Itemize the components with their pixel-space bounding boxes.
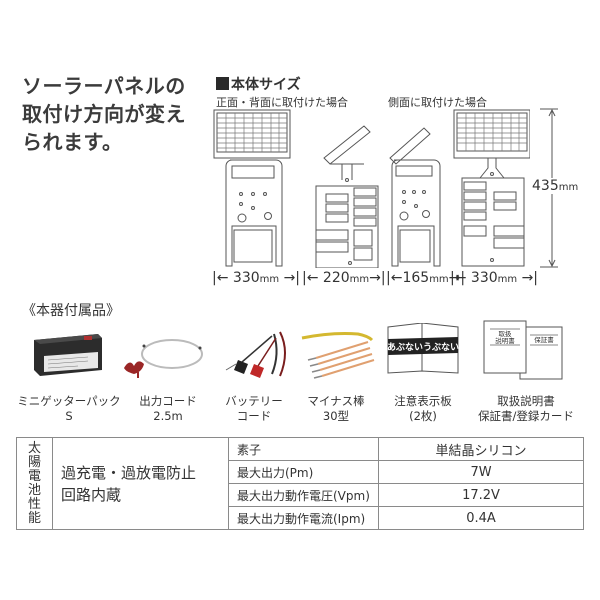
accessory-sublabel: 30型 (322, 409, 350, 423)
accessory-battery: ミニゲッターパックS (14, 394, 124, 424)
dim-front-width: |← 330mm →| (212, 270, 301, 286)
dim-side-depth-value: 165 (402, 270, 430, 286)
dim-unit: mm (259, 274, 280, 285)
accessory-ground-rod: マイナス棒 30型 (296, 394, 376, 424)
accessory-battery-cord: バッテリー コード (216, 394, 292, 424)
accessory-label: バッテリー (225, 394, 283, 408)
dim-side-width: |← 330mm →| (450, 270, 539, 286)
dim-unit: mm (349, 274, 370, 285)
size-section-title: 本体サイズ (216, 74, 301, 94)
ground-rod-image (301, 332, 375, 379)
size-title-text: 本体サイズ (231, 77, 301, 93)
side-mount-front-diagram (389, 127, 441, 267)
solar-spec-table: 太 陽 電 池 性 能 過充電・過放電防止 回路内蔵 素子 単結晶シリコン 最大… (16, 437, 584, 530)
side-view-front-mount-diagram (315, 125, 379, 268)
output-cord-image (124, 339, 203, 378)
accessory-label: マイナス棒 (307, 394, 365, 408)
accessory-sublabel: (2枚) (409, 409, 437, 423)
battery-cord-image (225, 331, 286, 378)
warranty-doc-label: 保証書 (534, 335, 554, 344)
feature-line-2: 回路内蔵 (61, 485, 122, 504)
accessory-manual: 取扱説明書 保証書/登録カード (466, 394, 586, 424)
spec-label: 素子 (228, 437, 379, 461)
dim-unit: mm (497, 274, 518, 285)
accessory-label: 取扱説明書 (497, 394, 555, 408)
square-bullet-icon (216, 77, 229, 90)
dim-front-depth-value: 220 (322, 270, 350, 286)
warning-sign-image: あぶないうぶない (387, 323, 459, 374)
spec-value: 7W (378, 460, 584, 484)
feature-line-1: 過充電・過放電防止 (61, 463, 197, 482)
dim-side-depth: |←165mm→| (386, 270, 466, 286)
headline-line-1: ソーラーパネルの (22, 74, 186, 98)
headline: ソーラーパネルの 取付け方向が変え られます。 (22, 72, 222, 156)
spec-value: 単結晶シリコン (378, 437, 584, 461)
category-char: 太 (27, 440, 41, 456)
dim-front-width-value: 330 (232, 270, 260, 286)
accessory-output-cord: 出力コード 2.5m (128, 394, 208, 424)
spec-value: 0.4A (378, 506, 584, 530)
table-row: 最大出力(Pm) 7W (17, 460, 584, 484)
headline-line-2: 取付け方向が変え (22, 102, 186, 126)
category-char: 陽 (27, 454, 41, 470)
category-char: 池 (27, 482, 41, 498)
sign-text: あぶないうぶない (387, 342, 459, 353)
accessories-title: 《本器付属品》 (22, 303, 120, 319)
dim-height-value: 435 (532, 178, 559, 194)
dim-height: 435mm (532, 178, 579, 194)
front-view-diagram (213, 109, 291, 267)
table-row: 最大出力動作電流(Ipm) 0.4A (17, 506, 584, 530)
spec-value: 17.2V (378, 483, 584, 507)
accessory-sublabel: 保証書/登録カード (478, 409, 574, 423)
spec-label: 最大出力動作電圧(Vpm) (228, 483, 379, 507)
accessory-sublabel: 2.5m (153, 409, 183, 423)
spec-label: 最大出力(Pm) (228, 460, 379, 484)
caption-front-back: 正面・背面に取付けた場合 (216, 96, 348, 109)
accessory-warning-sign: 注意表示板 (2枚) (384, 394, 462, 424)
accessory-label: 出力コード (139, 394, 197, 408)
dim-side-width-value: 330 (470, 270, 498, 286)
dim-unit: mm (558, 182, 579, 193)
dim-front-depth: |← 220mm→| (302, 270, 386, 286)
category-char: 性 (27, 496, 41, 512)
spec-label: 最大出力動作電流(Ipm) (228, 506, 379, 530)
svg-text:説明書: 説明書 (495, 336, 515, 345)
accessory-sublabel: コード (236, 409, 272, 423)
dim-unit: mm (429, 274, 449, 285)
caption-side: 側面に取付けた場合 (388, 96, 487, 109)
category-char: 能 (27, 510, 41, 526)
feature-cell: 過充電・過放電防止 回路内蔵 (52, 437, 229, 530)
side-mount-side-diagram (453, 109, 530, 267)
accessory-label: 注意表示板 (394, 394, 452, 408)
headline-line-3: られます。 (22, 130, 123, 154)
battery-pack-image (34, 334, 102, 376)
accessory-label: ミニゲッターパックS (17, 394, 121, 423)
category-cell: 太 陽 電 池 性 能 (16, 437, 53, 530)
manual-warranty-image: 取扱 説明書 保証書 (483, 320, 563, 380)
category-char: 電 (27, 468, 41, 484)
svg-text:取扱: 取扱 (499, 329, 513, 338)
